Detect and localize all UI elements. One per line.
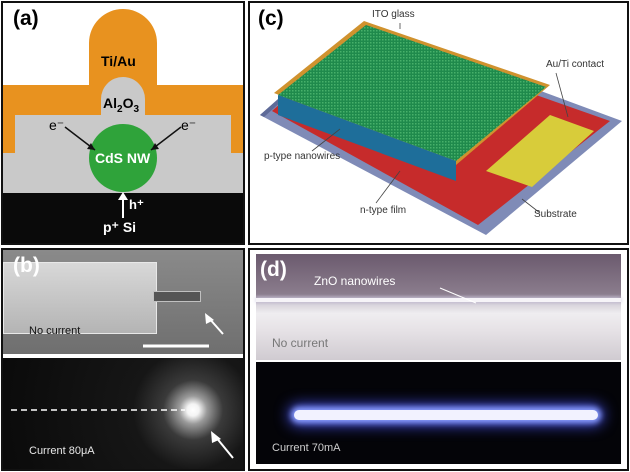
panel-d-top-image	[256, 254, 621, 360]
panel-d: (d) ZnO nanowires No current Current 70m…	[248, 248, 629, 471]
contact-label: Au/Ti contact	[546, 59, 604, 70]
cds-nanowire	[89, 124, 157, 192]
no-current-label-d: No current	[272, 336, 329, 350]
panel-a-label: (a)	[13, 7, 39, 30]
cds-nw-label: CdS NW	[95, 150, 151, 166]
hole-label: h⁺	[129, 197, 144, 212]
panel-a-diagram	[3, 9, 243, 243]
oxide-base: Al	[103, 95, 117, 111]
al2o3-layer	[15, 77, 231, 153]
oxide-sub2: 3	[133, 103, 140, 115]
panel-b-bottom-overlay	[11, 409, 234, 459]
panel-d-label: (d)	[260, 258, 287, 281]
panel-b-top-overlay	[143, 313, 224, 348]
ito-label: ITO glass	[372, 9, 415, 20]
panel-b-bottom-image	[3, 358, 243, 469]
panel-c-label: (c)	[258, 7, 284, 30]
ptype-leader	[311, 128, 341, 152]
panel-a: (a) Ti/Au Al2O3 e⁻ e⁻ CdS NW h⁺ p⁺ Si	[1, 1, 245, 245]
panel-b-label: (b)	[13, 254, 40, 277]
contact-leader	[555, 72, 569, 118]
electrode-bar	[3, 262, 157, 334]
au-ti-contact	[486, 115, 594, 187]
ntype-leader	[375, 170, 401, 204]
arrow-up-head	[118, 192, 128, 200]
panel-c-diagram	[260, 21, 622, 235]
oxide-o: O	[122, 95, 134, 111]
panel-b-divider	[3, 354, 243, 358]
nanowire-probe	[153, 291, 201, 302]
zno-leader	[439, 287, 477, 304]
zno-nanowire-strip	[256, 298, 621, 302]
p-si-label: p⁺ Si	[103, 219, 137, 235]
arrow-left-head	[87, 143, 95, 150]
emission-glow	[294, 410, 598, 420]
ti-au-label: Ti/Au	[101, 53, 136, 69]
electron-left-label: e⁻	[49, 117, 65, 133]
pointer-arrow-bottom-head	[211, 431, 221, 443]
p-type-nanowires	[278, 25, 546, 161]
al2o3-label: Al2O3	[103, 95, 139, 115]
nanowire-side	[278, 95, 456, 181]
panel-c: (c) ITO glass Au/Ti contact p-type nanow…	[248, 1, 629, 245]
pointer-arrow-top-head	[205, 313, 214, 324]
panel-d-top-overlay	[439, 287, 477, 304]
oxide-sub: 2	[117, 103, 123, 115]
ntype-label: n-type film	[360, 205, 407, 216]
ptype-label: p-type nanowires	[264, 151, 341, 162]
panel-b: (b) No current Current 80μA	[1, 248, 245, 471]
current-caption: Current 80μA	[29, 445, 95, 457]
substrate-leader	[521, 198, 541, 214]
arrow-right-head	[151, 143, 159, 150]
electron-right-label: e⁻	[181, 117, 197, 133]
no-current-caption: No current	[29, 325, 81, 337]
substrate-label: Substrate	[534, 209, 577, 220]
current-label-d: Current 70mA	[272, 442, 341, 454]
zno-label: ZnO nanowires	[314, 274, 396, 288]
